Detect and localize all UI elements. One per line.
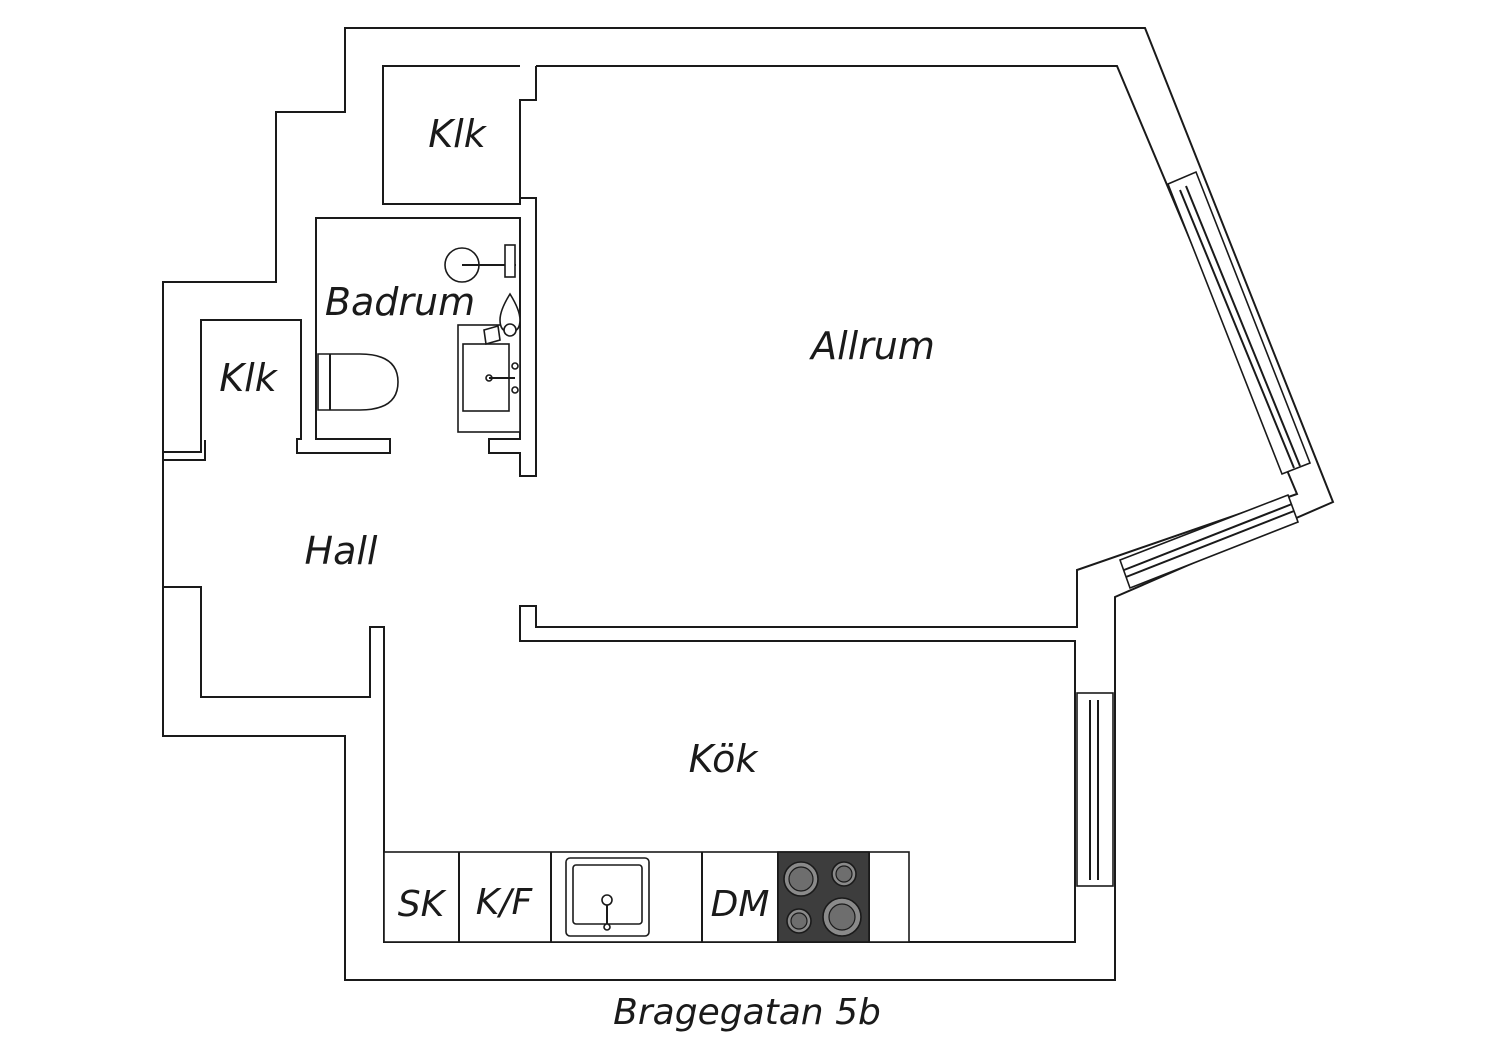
window-kok	[1076, 692, 1114, 887]
shower-drain-icon	[483, 292, 521, 346]
allrum-inner-wall	[163, 65, 1299, 943]
burner-icon	[822, 897, 862, 937]
hall-door-jamb	[163, 440, 206, 461]
burner-icon	[786, 908, 812, 934]
window-allrum-upper	[1166, 170, 1312, 476]
room-label-kok: Kök	[689, 737, 760, 781]
appliance-label-dm: DM	[711, 884, 770, 925]
toilet-icon	[317, 353, 399, 411]
kitchen-sink-icon	[565, 857, 650, 937]
room-label-klk-left: Klk	[219, 356, 278, 400]
appliance-label-kf: K/F	[476, 882, 534, 923]
stove-icon	[777, 851, 870, 943]
room-label-hall: Hall	[305, 529, 378, 573]
outer-wall	[162, 27, 1335, 981]
burner-icon	[831, 861, 857, 887]
plan-caption: Bragegatan 5b	[613, 992, 881, 1033]
room-label-badrum: Badrum	[325, 280, 475, 324]
klk-top-wall	[382, 65, 537, 205]
room-label-allrum: Allrum	[808, 324, 935, 368]
appliance-label-sk: SK	[398, 884, 447, 925]
room-label-klk-top: Klk	[428, 112, 487, 156]
shower-head-icon	[444, 244, 516, 283]
window-allrum-lower	[1118, 493, 1300, 590]
badrum-wall	[163, 197, 537, 477]
burner-icon	[783, 861, 819, 897]
